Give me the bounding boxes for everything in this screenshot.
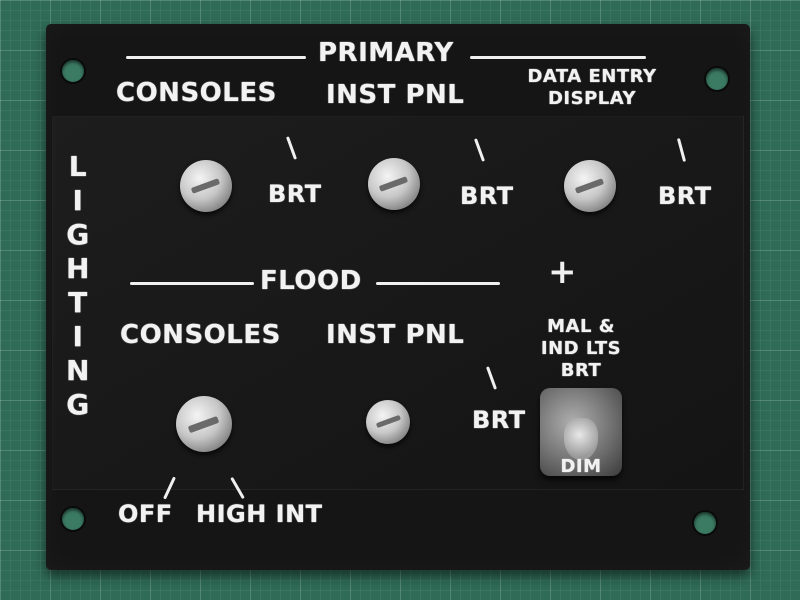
lighting-letter: G [66,218,90,251]
primary-inst-pnl-brt-tick [473,138,486,162]
primary-consoles-knob[interactable] [180,160,232,212]
toggle-bat-handle[interactable] [564,418,598,460]
flood-high-int-tick [230,476,245,500]
primary-rule-right [470,56,646,59]
lighting-letter: N [66,354,90,387]
data-entry-brt-label: BRT [658,182,712,210]
data-entry-line1: DATA ENTRY [527,66,657,87]
mal-ind-brt: BRT [560,360,602,381]
mal-ind-line1: MAL & [547,316,615,337]
flood-rule-left [130,282,254,285]
mal-ind-toggle-switch[interactable] [540,388,622,476]
lighting-letter: I [72,320,84,353]
primary-title: PRIMARY [318,38,454,68]
primary-inst-pnl-label: INST PNL [326,80,465,110]
mounting-hole-bottom-right [692,510,718,536]
flood-consoles-knob[interactable] [176,396,232,452]
lighting-letter: L [68,150,88,183]
primary-consoles-brt-tick [285,136,298,160]
flood-inst-pnl-brt-tick [485,366,498,390]
lighting-letter: T [68,286,88,319]
flood-rule-right [376,282,500,285]
mal-ind-line2: IND LTS [540,338,622,359]
mounting-hole-bottom-left [60,506,86,532]
primary-inst-pnl-brt-label: BRT [460,182,514,210]
mal-ind-dim-label: DIM [560,456,602,477]
primary-consoles-label: CONSOLES [116,78,277,108]
mounting-hole-top-left [60,58,86,84]
lighting-letter: H [66,252,90,285]
flood-consoles-label: CONSOLES [120,320,281,350]
data-entry-display-knob[interactable] [564,160,616,212]
data-entry-brt-tick [676,138,687,162]
mal-ind-lts-label: MAL & IND LTS BRT [516,316,646,382]
flood-high-int-label: HIGH INT [196,500,323,528]
lighting-letter: I [72,184,84,217]
mounting-hole-top-right [704,66,730,92]
flood-title: FLOOD [260,266,362,296]
lighting-letter: G [66,388,90,421]
flood-inst-pnl-knob[interactable] [366,400,410,444]
flood-off-label: OFF [118,500,173,528]
primary-inst-pnl-knob[interactable] [368,158,420,210]
lighting-vertical-title: L I G H T I N G [66,150,90,422]
primary-consoles-brt-label: BRT [268,180,322,208]
flood-inst-pnl-label: INST PNL [326,320,465,350]
primary-rule-left [126,56,306,59]
lighting-control-panel: L I G H T I N G PRIMARY CONSOLES INST PN… [46,24,750,570]
flood-off-tick [163,476,176,500]
flood-inst-pnl-brt-label: BRT [472,406,526,434]
data-entry-display-label: DATA ENTRY DISPLAY [502,66,682,110]
data-entry-line2: DISPLAY [547,88,636,109]
mal-ind-plus: + [548,252,577,292]
